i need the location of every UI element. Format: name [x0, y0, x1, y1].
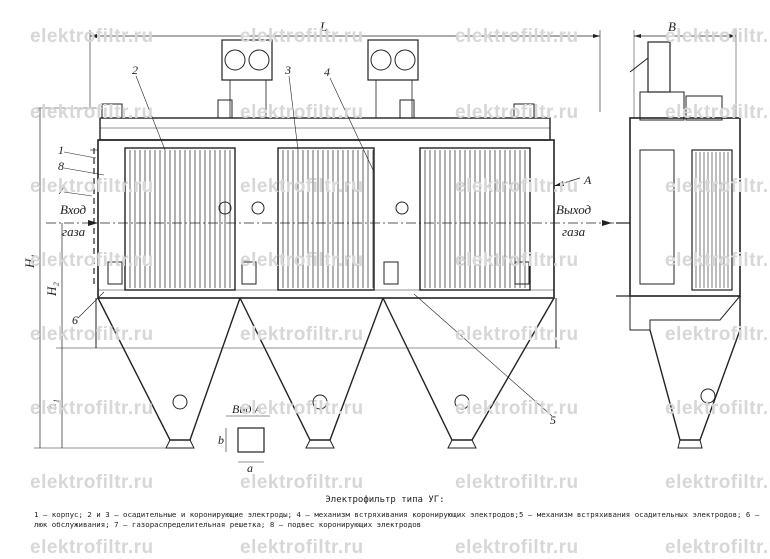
watermark: elektrofiltr.ru	[665, 26, 770, 47]
electrode-field-right	[419, 147, 531, 291]
watermark: elektrofiltr.ru	[665, 324, 770, 345]
callout-6: 6	[72, 313, 78, 327]
watermark: elektrofiltr.ru	[240, 324, 364, 345]
dim-h1-label: h₁	[44, 399, 59, 410]
watermark: elektrofiltr.ru	[240, 250, 364, 271]
watermark: elektrofiltr.ru	[455, 102, 579, 123]
watermark: elektrofiltr.ru	[240, 472, 364, 493]
dim-B-label: B	[668, 19, 676, 34]
watermark: elektrofiltr.ru	[455, 537, 579, 558]
view-a-dim-b: b	[218, 433, 224, 447]
watermark: elektrofiltr.ru	[455, 472, 579, 493]
watermark: elektrofiltr.ru	[240, 398, 364, 419]
callout-8: 8	[58, 159, 64, 173]
watermark: elektrofiltr.ru	[30, 176, 154, 197]
outlet-label-line1: Выход	[556, 202, 592, 217]
inlet-label-line1: Вход	[60, 202, 87, 217]
outlet-label-line2: газа	[562, 224, 586, 239]
view-a-dim-a: a	[247, 461, 253, 475]
watermark: elektrofiltr.ru	[455, 398, 579, 419]
watermark: elektrofiltr.ru	[455, 250, 579, 271]
dim-H1-label: H₁	[22, 254, 37, 269]
watermark: elektrofiltr.ru	[30, 102, 154, 123]
figure-legend: 1 – корпус; 2 и 3 – осадительные и корон…	[34, 510, 760, 529]
callout-3: 3	[284, 63, 291, 77]
dim-H2-label: H₂	[44, 282, 59, 297]
callout-2: 2	[132, 63, 138, 77]
callout-4: 4	[324, 65, 330, 79]
watermark: elektrofiltr.ru	[30, 537, 154, 558]
inlet-label-line2: газа	[62, 224, 86, 239]
watermark: elektrofiltr.ru	[240, 26, 364, 47]
watermark: elektrofiltr.ru	[455, 324, 579, 345]
watermark: elektrofiltr.ru	[455, 176, 579, 197]
watermark: elektrofiltr.ru	[665, 102, 770, 123]
view-a-title: Вид А	[232, 402, 262, 416]
front-view	[34, 30, 620, 463]
watermark: elektrofiltr.ru	[665, 472, 770, 493]
watermark: elektrofiltr.ru	[665, 537, 770, 558]
figure-title: Электрофильтр типа УГ:	[325, 495, 445, 505]
watermark: elektrofiltr.ru	[665, 398, 770, 419]
electrode-field-middle	[277, 147, 375, 291]
callout-5: 5	[550, 413, 556, 427]
electrode-field-left	[124, 147, 236, 291]
watermark: elektrofiltr.ru	[30, 472, 154, 493]
watermark: elektrofiltr.ru	[30, 26, 154, 47]
callout-7: 7	[58, 183, 65, 197]
watermark: elektrofiltr.ru	[240, 102, 364, 123]
view-a-arrow-label: A	[583, 173, 592, 187]
watermark: elektrofiltr.ru	[30, 398, 154, 419]
dim-L-label: L	[319, 19, 327, 34]
watermark: elektrofiltr.ru	[30, 250, 154, 271]
watermark: elektrofiltr.ru	[30, 324, 154, 345]
watermark: elektrofiltr.ru	[240, 537, 364, 558]
callout-1: 1	[58, 143, 64, 157]
side-view	[616, 30, 741, 449]
watermark: elektrofiltr.ru	[665, 250, 770, 271]
watermark: elektrofiltr.ru	[455, 26, 579, 47]
watermark: elektrofiltr.ru	[240, 176, 364, 197]
watermark: elektrofiltr.ru	[665, 176, 770, 197]
